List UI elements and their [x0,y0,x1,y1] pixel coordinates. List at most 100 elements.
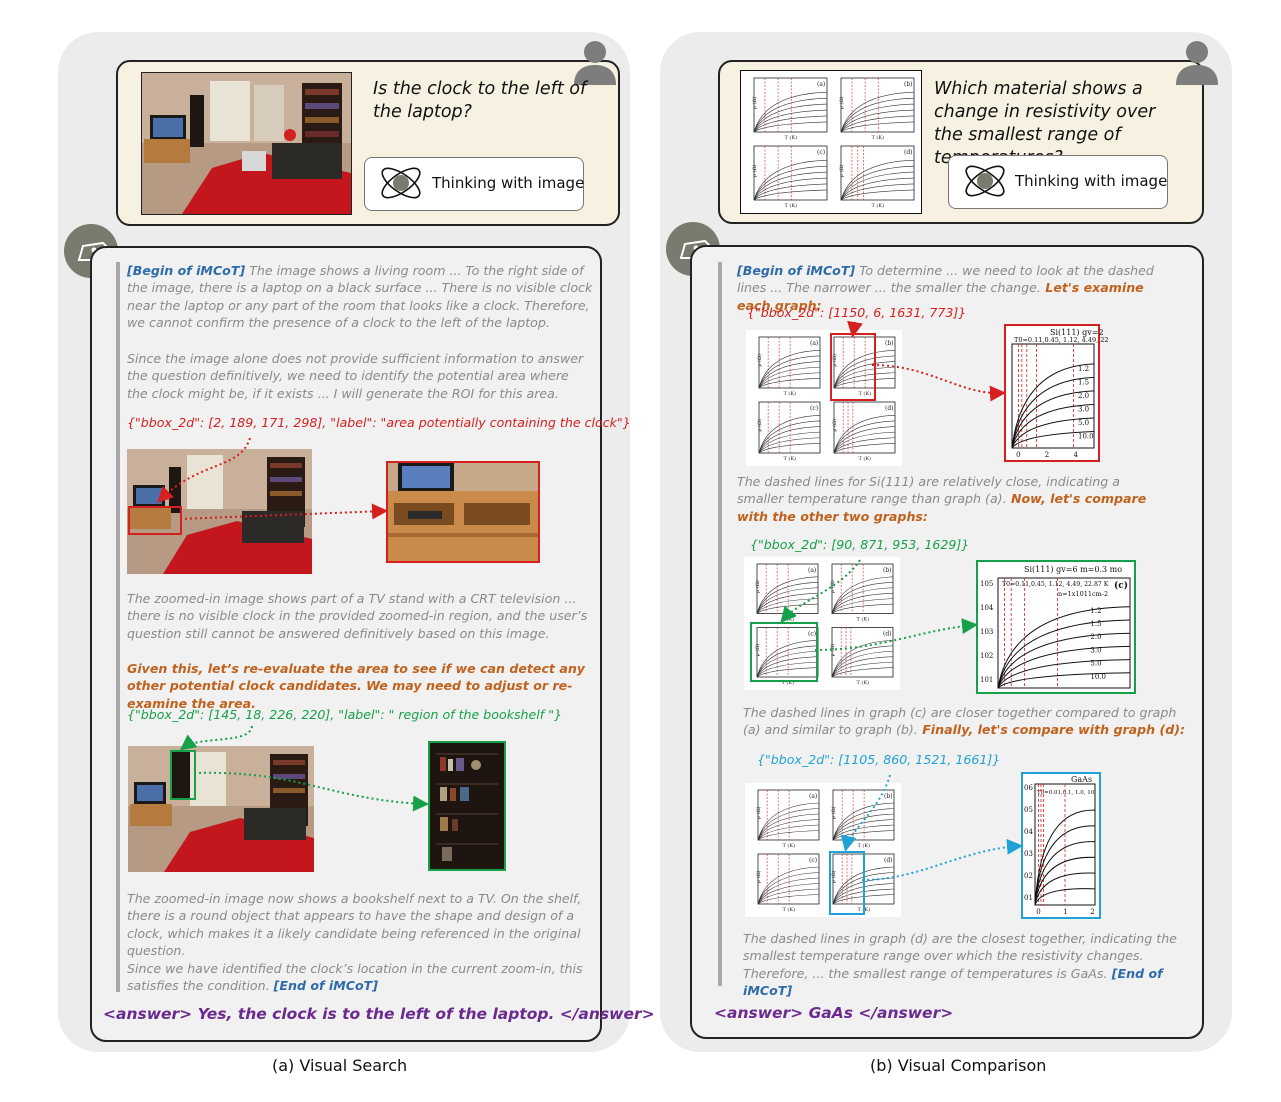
mini-curve [840,189,915,201]
mini-panel-label: (a) [810,340,818,347]
mini-axes [758,336,821,389]
zoom3-curve [1034,825,1096,906]
zoom3-x-tick: 1 [1063,908,1067,916]
mini-x-label: T (K) [783,842,796,849]
end-imcot-tag: [End of iMCoT] [273,978,378,994]
mini-x-label: T (K) [859,455,872,462]
mini-curve [831,667,894,678]
right-reasoning-bar [718,262,722,986]
mini-curve [758,355,821,389]
left-question-text: Is the clock to the left of the laptop? [373,79,587,122]
mini-curve [840,103,915,133]
mini-y-label: ρ (Ω) [751,164,758,177]
zoom3-curve [1034,841,1096,906]
roi-box-graph-b [830,333,876,401]
mini-curve [831,656,894,678]
roi-box-tv-stand [128,506,182,535]
mini-panel-label: (d) [884,857,893,864]
mini-y-label: ρ (Ω) [754,580,761,593]
user-icon-right [1176,41,1218,85]
mini-curve [832,883,895,905]
mini-axes [840,77,915,133]
mini-y-label: ρ (Ω) [830,870,837,883]
right-bbox-2: {"bbox_2d": [90, 871, 953, 1629]} [750,537,970,552]
zoom2-n-label: n=1x1011cm-2 [1058,590,1108,598]
zoom3-curve [1034,872,1096,906]
mini-y-label: ρ (Ω) [838,96,845,109]
mini-x-label: T (K) [858,842,871,849]
zoom1-curve [1011,430,1095,449]
mini-curve [753,91,828,133]
mini-panel-label: (d) [883,631,892,638]
mini-curve [840,121,915,133]
mini-x-label: T (K) [784,390,797,397]
zoom2-curve-label: 2.0 [1090,633,1101,641]
zoom1-t0-label: T0=0.11,0.45, 1.12, 4.49, 22 [1014,336,1109,344]
mini-curve [840,97,915,133]
mini-curve [753,103,828,133]
mini-curve [833,431,896,454]
zoom2-y-tick: 105 [980,580,993,588]
right-para-1: [Begin of iMCoT] To determine ... we nee… [737,263,1154,313]
resistivity-graph-image: (a)T (K)ρ (Ω)(b)T (K)ρ (Ω)(c)T (K)ρ (Ω)(… [740,70,922,214]
zoom2-t0-label: T0=0.11,0.45, 1.12, 4.49, 22.87 K [1002,581,1109,588]
mini-curve [833,350,896,389]
zoom1-title: Si(111) gv=2 [1050,328,1104,337]
left-para-3: The zoomed-in image shows part of a TV s… [127,591,588,641]
mini-curve [758,361,821,389]
left-para-2: Since the image alone does not provide s… [127,351,584,401]
zoom1-curve [1011,403,1095,449]
mini-panel-label: (b) [884,793,893,800]
mini-curve [757,802,820,841]
living-room-photo-roi-2 [128,746,314,872]
left-reasoning-box [90,246,602,1042]
mini-curve [757,824,820,841]
zoom2-curve [997,619,1131,689]
mini-curve [757,888,820,905]
left-reasoning-bar [116,262,120,992]
mini-curve [753,109,828,133]
mini-axes [833,336,896,389]
zoom2-y-tick: 101 [980,676,993,684]
mini-curve [840,183,915,201]
zoom1-x-tick: 0 [1016,451,1020,459]
mini-curve [756,661,819,678]
zoom3-y-tick: 02 [1024,872,1033,880]
left-bbox-2: {"bbox_2d": [145, 18, 226, 220], "label"… [127,707,563,722]
mini-y-label: ρ (Ω) [829,580,836,593]
mini-curve [831,650,894,678]
mini-curve [758,426,821,454]
zoom3-y-tick: 04 [1024,828,1033,836]
atom-icon-right [965,165,1005,197]
mini-y-label: ρ (Ω) [755,806,762,819]
roi-box-graph-d [829,851,865,915]
mini-axes [756,627,819,678]
mini-curve [758,366,821,389]
left-para-6: Since we have identified the clock’s loc… [127,961,583,994]
mini-x-label: T (K) [857,679,870,686]
begin-imcot-tag-right: [Begin of iMCoT] [737,263,856,278]
left-answer: <answer> Yes, the clock is to the left o… [103,1005,655,1023]
left-thinking-label: Thinking with image [432,174,585,192]
zoom2-curve [997,645,1131,689]
mini-curve [756,650,819,678]
mini-x-label: T (K) [785,202,798,209]
left-bbox-1: {"bbox_2d": [2, 189, 171, 298], "label":… [127,415,631,430]
right-thinking-label: Thinking with image [1015,172,1168,190]
mini-curve [756,667,819,678]
right-para-3: The dashed lines in graph (c) are closer… [743,705,1186,738]
zoom2-title: Si(111) gv=6 m=0.3 mo [1024,565,1122,574]
resistivity-graph-roi-3: (a)T (K)ρ (Ω)(b)T (K)ρ (Ω)(c)T (K)ρ (Ω)(… [745,783,901,917]
mini-curve [756,603,819,614]
mini-y-label: ρ (Ω) [830,806,837,819]
mini-curve [756,640,819,678]
mini-curve [833,420,896,454]
mini-panel-label: (c) [809,857,817,864]
mini-curve [757,819,820,841]
mini-axes [758,401,821,454]
mini-curve [831,603,894,614]
right-caption: (b) Visual Comparison [870,1056,1047,1075]
mini-axes [757,789,820,841]
mini-axes [833,401,896,454]
